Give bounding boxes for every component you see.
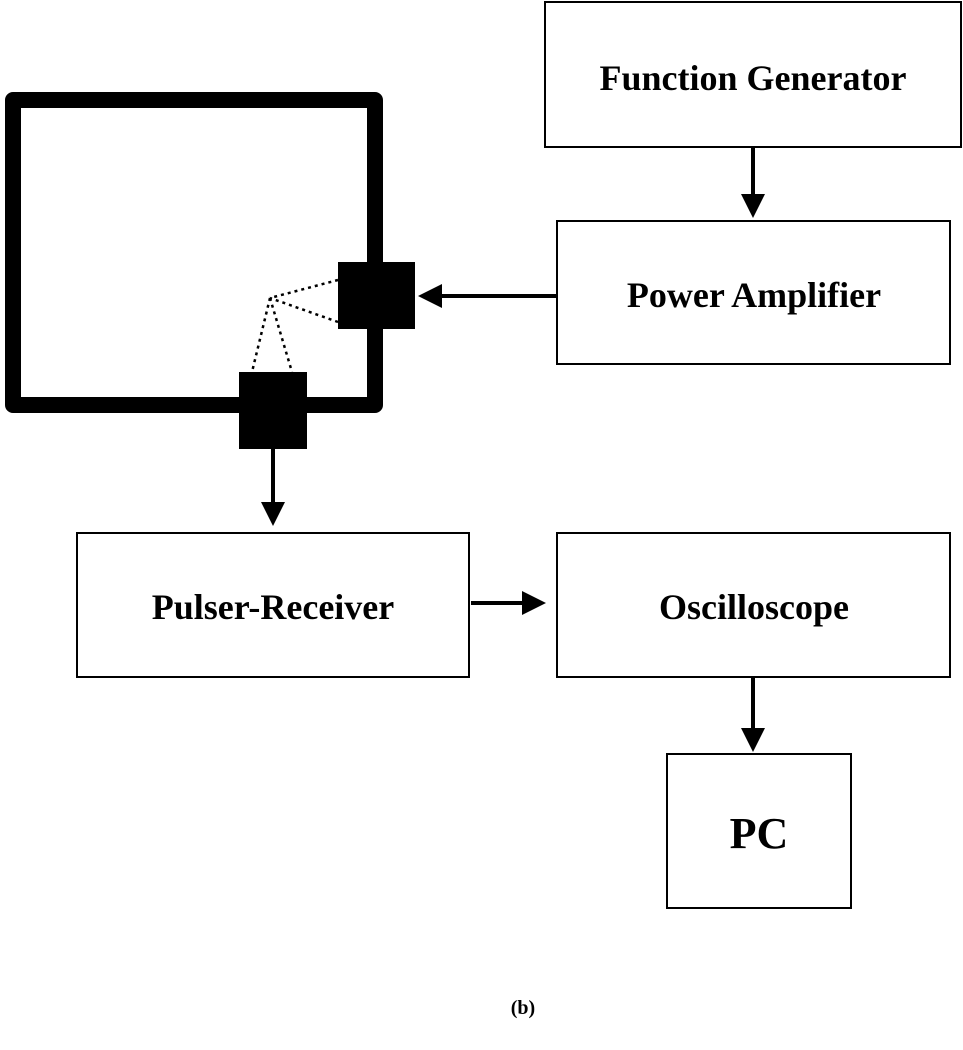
wave-path-lines — [250, 278, 339, 373]
oscilloscope-label: Oscilloscope — [659, 587, 849, 627]
specimen-frame — [5, 92, 383, 413]
connection-arrows — [261, 147, 765, 752]
oscilloscope-block: Oscilloscope — [556, 532, 951, 678]
receiver-transducer — [239, 372, 307, 449]
pc-label: PC — [730, 809, 789, 858]
pulser-receiver-block: Pulser-Receiver — [76, 532, 470, 678]
arrow-osc-to-pc — [741, 677, 765, 752]
arrow-transducer-to-pr — [261, 449, 285, 526]
power-amplifier-block: Power Amplifier — [556, 220, 951, 365]
power-amplifier-label: Power Amplifier — [627, 275, 881, 315]
arrow-fg-to-pa — [741, 147, 765, 218]
pc-block: PC — [666, 753, 852, 909]
transmitter-transducer — [338, 262, 415, 329]
arrow-pr-to-osc — [471, 591, 546, 615]
function-generator-label: Function Generator — [600, 58, 907, 98]
figure-caption: (b) — [511, 997, 535, 1019]
function-generator-block: Function Generator — [544, 1, 962, 148]
pulser-receiver-label: Pulser-Receiver — [152, 587, 395, 627]
arrow-pa-to-transducer — [418, 284, 557, 308]
